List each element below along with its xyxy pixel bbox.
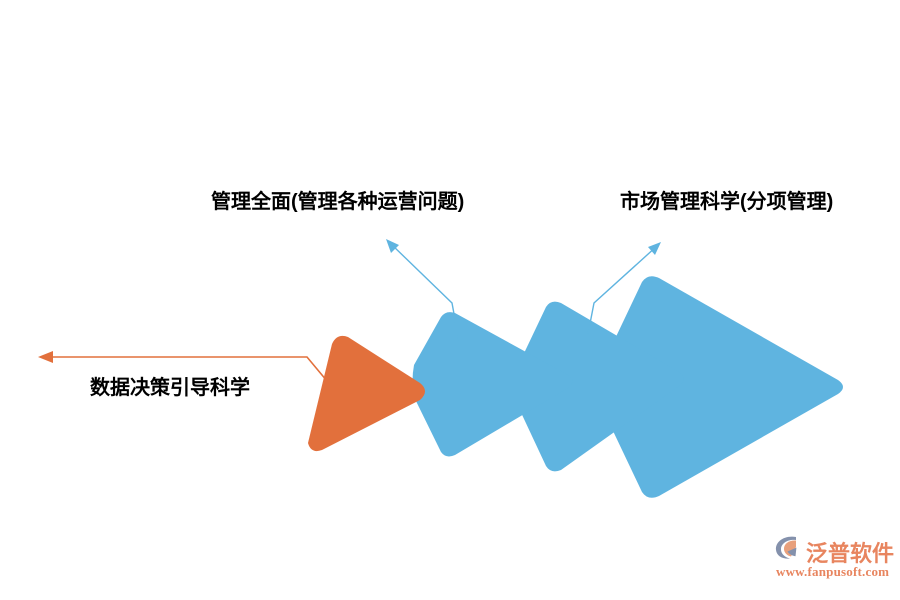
blue-chevron-stage-3 bbox=[515, 301, 684, 472]
fanpu-logo-mark-icon bbox=[775, 536, 797, 559]
watermark-brand-text: 泛普软件 bbox=[806, 541, 895, 566]
watermark-logo: 泛普软件 www.fanpusoft.com bbox=[774, 534, 895, 586]
label-management-comprehensive: 管理全面(管理各种运营问题) bbox=[211, 191, 465, 213]
blue-callout-top-left bbox=[386, 239, 460, 342]
watermark-url-text: www.fanpusoft.com bbox=[776, 564, 890, 579]
blue-chevron-stage-2 bbox=[412, 312, 573, 457]
blue-callout-top-right bbox=[587, 242, 661, 335]
orange-callout-left bbox=[38, 351, 328, 382]
orange-triangle-stage bbox=[308, 335, 425, 452]
blue-chevron-stage-4 bbox=[602, 276, 843, 498]
label-market-management-science: 市场管理科学(分项管理) bbox=[620, 191, 834, 213]
label-data-decision-guidance: 数据决策引导科学 bbox=[90, 377, 250, 399]
